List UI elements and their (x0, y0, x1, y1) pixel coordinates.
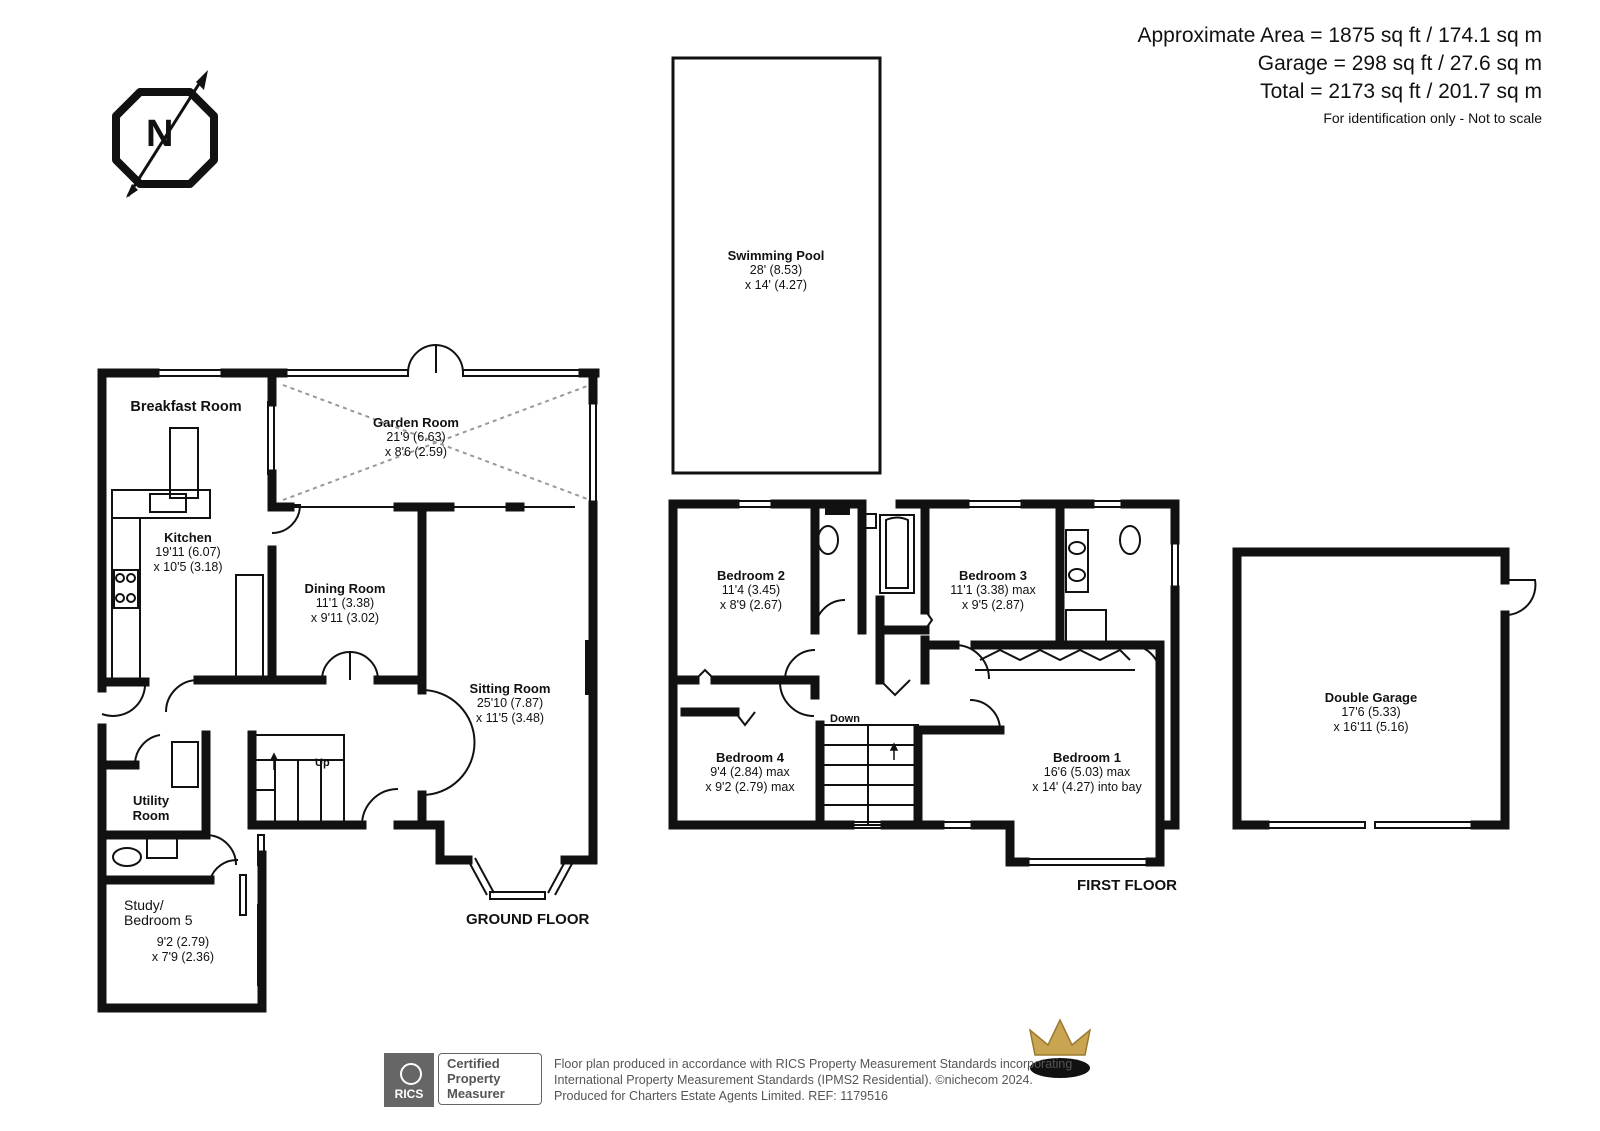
room-name: Sitting Room (469, 681, 551, 696)
room-dim: 11'4 (3.45) (721, 583, 781, 597)
approximate-area-text: Approximate Area = 1875 sq ft / 174.1 sq… (1137, 24, 1543, 47)
room-sitting-room: Sitting Room 25'10 (7.87) x 11'5 (3.48) (470, 681, 551, 726)
room-name: Room (132, 808, 170, 823)
rics-certified-box: Certified Property Measurer (438, 1053, 542, 1105)
rics-badge-line: Certified (447, 1056, 500, 1071)
room-dim: x 7'9 (2.36) (151, 950, 215, 964)
rics-logo: RICS (384, 1053, 434, 1107)
room-garden-room: Garden Room 21'9 (6.63) x 8'6 (2.59) (373, 415, 459, 460)
first-floor-label: FIRST FLOOR (1077, 877, 1177, 894)
room-dim: x 8'6 (2.59) (384, 445, 448, 459)
room-name: Bedroom 4 (716, 750, 784, 765)
room-bedroom-4: Bedroom 4 9'4 (2.84) max x 9'2 (2.79) ma… (705, 750, 794, 795)
rics-logo-text: RICS (394, 1087, 424, 1101)
footer-line: Produced for Charters Estate Agents Limi… (554, 1089, 888, 1103)
room-bedroom-2: Bedroom 2 11'4 (3.45) x 8'9 (2.67) (717, 568, 785, 613)
room-dim: 9'4 (2.84) max (710, 765, 790, 779)
room-dim: x 14' (4.27) into bay (1032, 780, 1142, 794)
room-dim: x 9'5 (2.87) (961, 598, 1025, 612)
ground-floor-walls (97, 368, 600, 1013)
total-area-text: Total = 2173 sq ft / 201.7 sq m (1260, 80, 1542, 103)
room-dim: 19'11 (6.07) (155, 545, 221, 559)
room-name: Study/ (124, 897, 164, 913)
room-name: Swimming Pool (727, 248, 825, 263)
room-dining-room: Dining Room 11'1 (3.38) x 9'11 (3.02) (305, 581, 386, 626)
room-dim: x 9'2 (2.79) max (705, 780, 795, 794)
rics-badge: RICS Certified Property Measurer (384, 1053, 544, 1107)
room-utility-room: Utility Room (133, 793, 170, 823)
room-dim: 16'6 (5.03) max (1043, 765, 1131, 779)
footer-text: Floor plan produced in accordance with R… (554, 1056, 1072, 1104)
room-dim: 9'2 (2.79) (156, 935, 210, 949)
room-dim: x 9'11 (3.02) (310, 611, 380, 625)
room-dim: x 8'9 (2.67) (719, 598, 783, 612)
room-dim: 21'9 (6.63) (386, 430, 446, 444)
room-dim: x 16'11 (5.16) (1333, 720, 1409, 734)
room-name: Utility (132, 793, 170, 808)
room-name: Garden Room (373, 415, 459, 430)
room-name: Double Garage (1324, 690, 1418, 705)
first-floor-walls (668, 499, 1510, 867)
room-bedroom-3: Bedroom 3 11'1 (3.38) max x 9'5 (2.87) (950, 568, 1036, 613)
room-name: Bedroom 1 (1053, 750, 1121, 765)
room-name: Kitchen (164, 530, 212, 545)
garage-area-text: Garage = 298 sq ft / 27.6 sq m (1257, 52, 1542, 75)
room-name: Dining Room (304, 581, 386, 596)
room-dim: 28' (8.53) (749, 263, 803, 277)
stairs-down-label: Down (830, 713, 860, 725)
room-name: Bedroom 5 (124, 912, 193, 928)
room-name: Bedroom 2 (717, 568, 785, 583)
footer-line: Floor plan produced in accordance with R… (554, 1057, 1073, 1071)
identification-note: For identification only - Not to scale (1323, 110, 1542, 126)
room-dim: 11'1 (3.38) max (950, 583, 1036, 597)
room-dim: x 10'5 (3.18) (153, 560, 223, 574)
room-swimming-pool: Swimming Pool 28' (8.53) x 14' (4.27) (728, 248, 825, 293)
room-name: Bedroom 3 (959, 568, 1027, 583)
swimming-pool-outline (671, 56, 882, 475)
room-dim: x 14' (4.27) (744, 278, 808, 292)
room-dim: 17'6 (5.33) (1341, 705, 1401, 719)
stairs-up-label: Up (315, 757, 330, 769)
north-compass-icon (112, 70, 218, 198)
room-breakfast-room: Breakfast Room (130, 399, 242, 415)
room-study-dims: 9'2 (2.79) x 7'9 (2.36) (152, 935, 214, 965)
ground-floor-label: GROUND FLOOR (466, 911, 590, 928)
room-double-garage: Double Garage 17'6 (5.33) x 16'11 (5.16) (1325, 690, 1417, 735)
room-dim: 25'10 (7.87) (476, 696, 544, 710)
room-dim: 11'1 (3.38) (315, 596, 375, 610)
rics-badge-line: Property (447, 1071, 501, 1086)
compass-letter: N (146, 113, 174, 155)
room-bedroom-1: Bedroom 1 16'6 (5.03) max x 14' (4.27) i… (1032, 750, 1141, 795)
footer-line: International Property Measurement Stand… (554, 1073, 1033, 1087)
room-study: Study/ Bedroom 5 (124, 898, 192, 928)
room-kitchen: Kitchen 19'11 (6.07) x 10'5 (3.18) (153, 530, 222, 575)
rics-badge-line: Measurer (447, 1086, 505, 1101)
room-dim: x 11'5 (3.48) (475, 711, 545, 725)
